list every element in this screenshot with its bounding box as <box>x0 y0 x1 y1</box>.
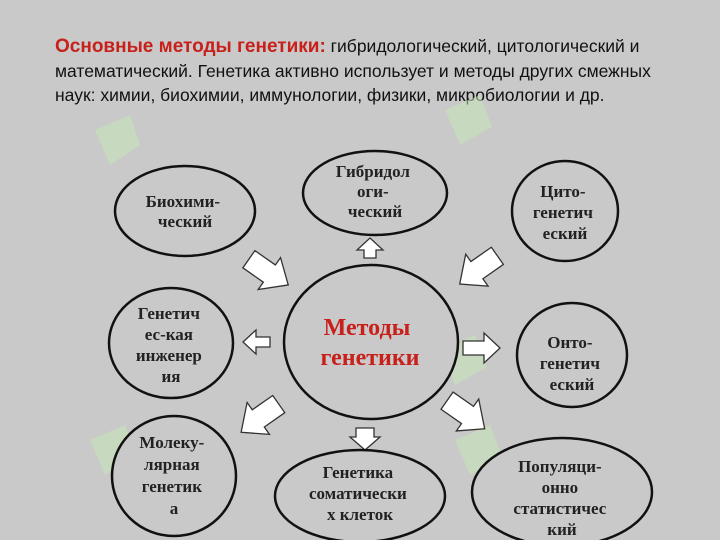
node-cyto <box>510 159 620 263</box>
node-gibrid-label: Гибридол оги- ческий <box>336 162 414 221</box>
node-somatic <box>273 448 447 540</box>
arrow-down <box>348 427 382 451</box>
node-geneng <box>107 286 235 400</box>
node-gibrid <box>301 149 449 237</box>
arrow-up-left <box>241 249 290 291</box>
node-population <box>470 436 654 540</box>
arrow-right <box>462 331 501 365</box>
center-line: генетики <box>321 345 420 371</box>
watermark-logo <box>90 95 502 475</box>
center-node <box>282 263 460 421</box>
node-cyto-label: Цито- генетич еский <box>533 182 597 243</box>
arrow-left <box>242 328 271 356</box>
header-body: гибридологический, цитологический и мате… <box>55 36 651 105</box>
node-onto-label: Онто- генетич еский <box>540 333 604 394</box>
node-molecular-label: Молеку- лярная генетик а <box>139 433 208 518</box>
node-biochem <box>113 164 257 258</box>
node-population-label: Популяци- онно статистичес кий <box>513 457 610 539</box>
node-somatic-label: Генетика соматически х клеток <box>309 463 411 524</box>
node-molecular <box>110 414 238 538</box>
arrow-down-right <box>440 391 486 432</box>
center-line: Методы <box>324 315 411 341</box>
arrows <box>240 237 505 451</box>
header-text: Основные методы генетики: гибридологичес… <box>55 34 695 107</box>
arrow-down-left <box>240 394 286 436</box>
node-onto <box>515 301 629 409</box>
arrow-up-right <box>458 246 505 287</box>
center-label: Методы генетики <box>321 315 420 371</box>
node-geneng-label: Генетич ес-кая инженер ия <box>136 304 206 386</box>
header-title: Основные методы генетики: <box>55 36 326 57</box>
node-biochem-label: Биохими- ческий <box>146 192 225 231</box>
arrow-up <box>355 237 385 259</box>
